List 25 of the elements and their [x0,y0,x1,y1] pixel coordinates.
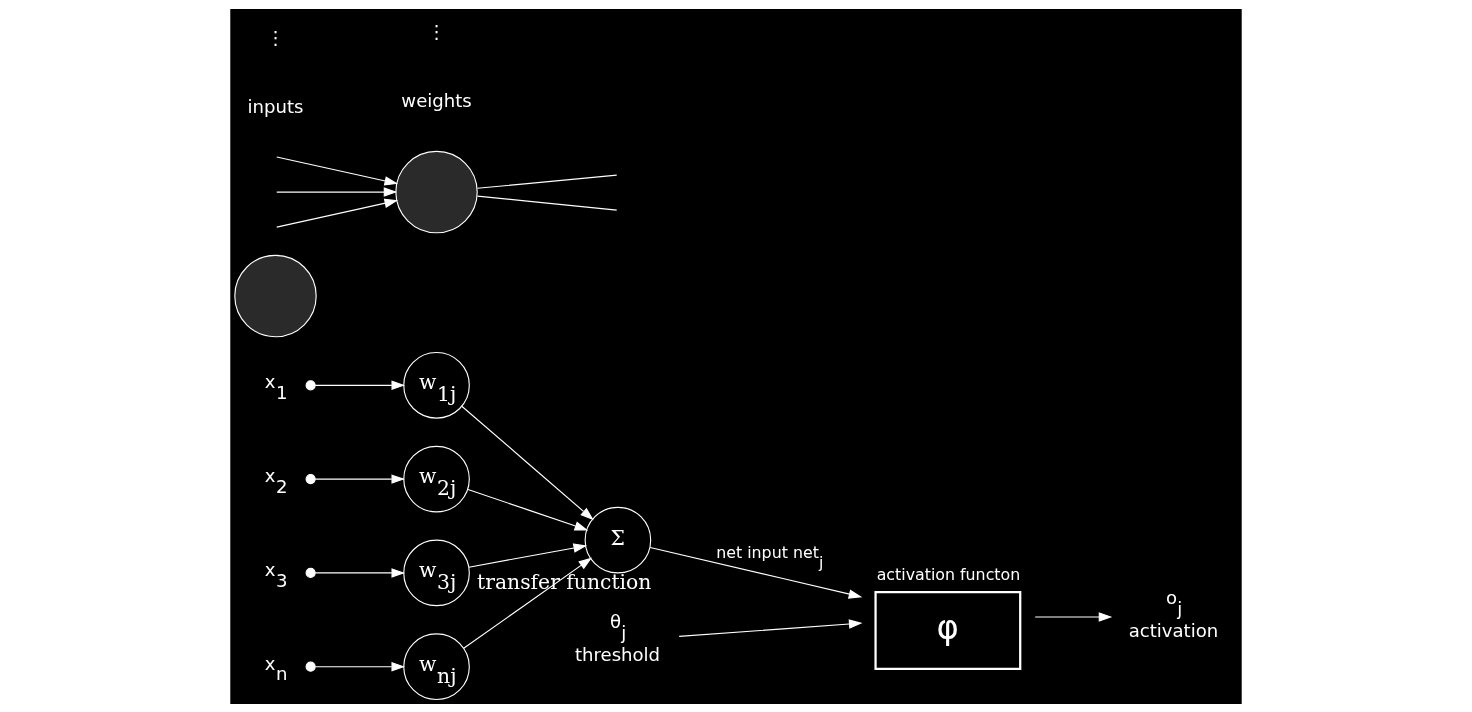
label: inputs [247,95,304,117]
arrow [1034,611,1113,622]
label: weights [401,89,472,111]
connector [476,174,618,189]
node-circle: Σ [584,506,652,573]
node-box: φ [874,590,1022,670]
connector [476,195,618,211]
arrow [305,379,406,390]
arrow [461,405,594,520]
arrow [305,567,406,578]
arrow [649,546,863,599]
arrow [468,542,588,568]
node-circle [395,150,478,233]
arrow [305,473,406,484]
arrow [678,618,863,637]
arrow [276,198,399,228]
node-circle [234,254,317,337]
arrow [463,557,593,649]
arrow [276,156,399,186]
label: ⋮ [266,26,285,48]
label: ⋮ [427,20,446,42]
arrow [305,661,406,672]
node-label: activation functon [876,564,1021,584]
arrow [276,186,398,197]
arrow [467,488,589,530]
